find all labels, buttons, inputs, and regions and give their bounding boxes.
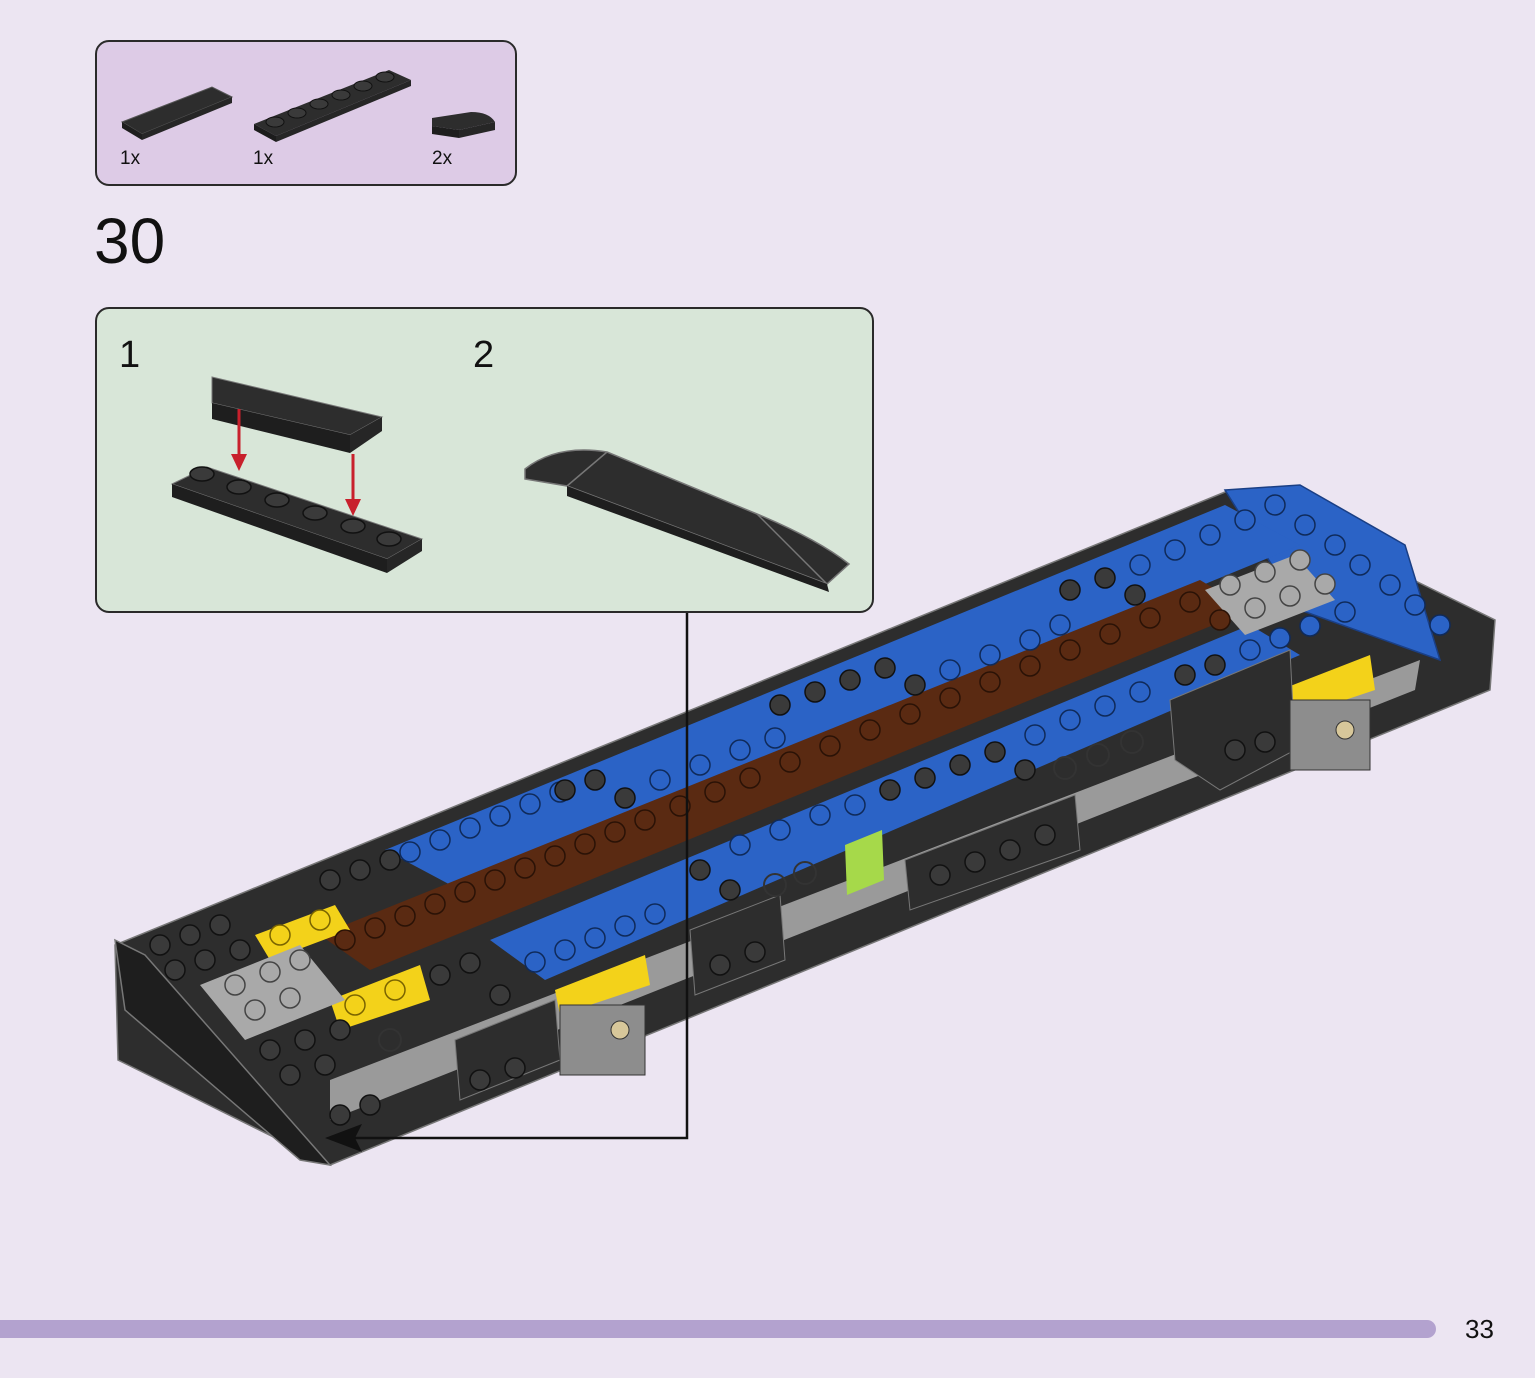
flat-tile-1x4-part [120, 86, 234, 140]
curved-slope-part [432, 112, 495, 138]
substep-panel: 1 2 [95, 307, 874, 613]
substep-number-2: 2 [473, 334, 495, 376]
part-quantity: 1x [253, 148, 274, 169]
substep-number-1: 1 [119, 334, 141, 376]
parts-callout: 1x 1x 2x [95, 40, 517, 186]
substep-1-illustration [170, 376, 424, 573]
plate-1x6-part [254, 70, 411, 142]
progress-bar [0, 1320, 1436, 1338]
page-number: 33 [1465, 1314, 1494, 1344]
substep-2-illustration [524, 449, 851, 592]
part-quantity: 1x [120, 148, 141, 169]
step-number: 30 [94, 205, 166, 277]
model-illustration [114, 484, 1496, 1167]
part-quantity: 2x [432, 148, 453, 169]
